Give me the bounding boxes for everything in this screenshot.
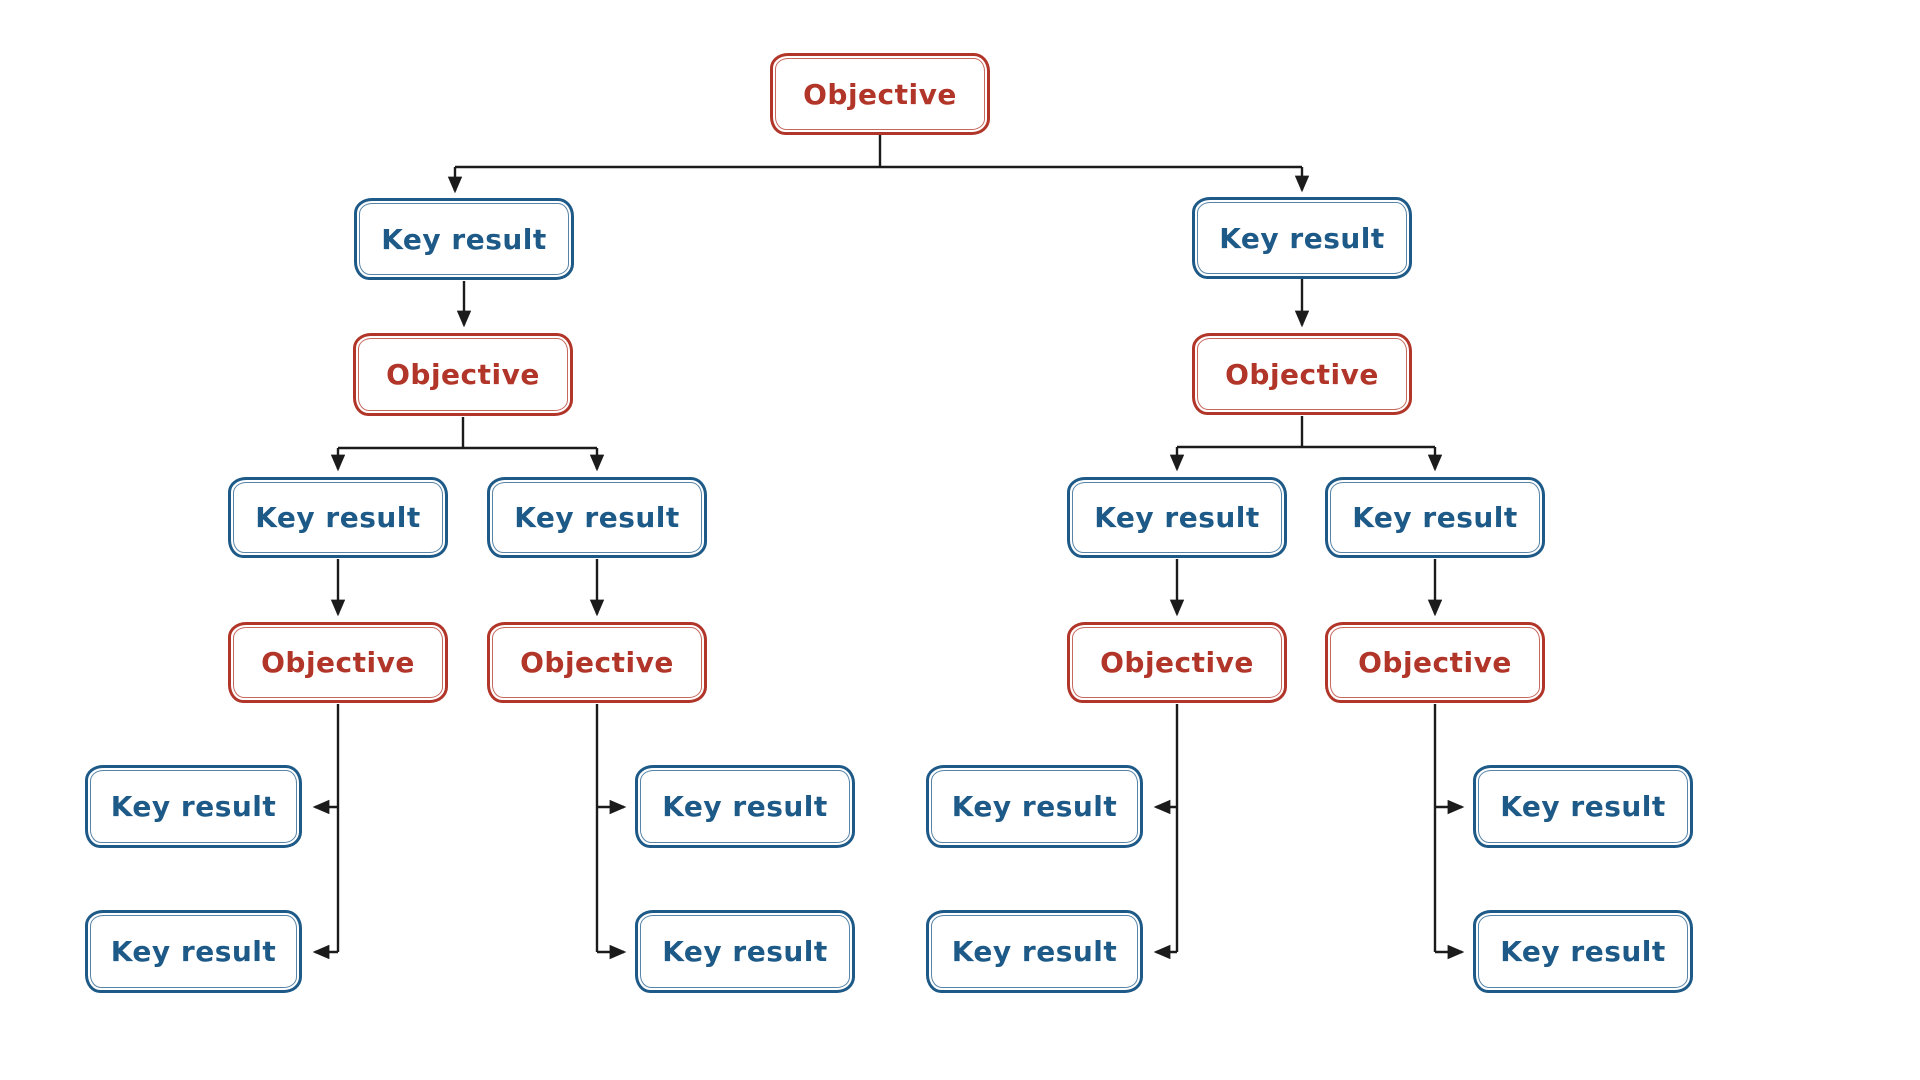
key-result-node-l4-c: Key result bbox=[1067, 477, 1287, 558]
objective-node-top: Objective bbox=[770, 53, 990, 135]
key-result-node-l4-d: Key result bbox=[1325, 477, 1545, 558]
key-result-node-l6-d1: Key result bbox=[1473, 765, 1693, 848]
key-result-node-l6-b1: Key result bbox=[635, 765, 855, 848]
key-result-node-l2-left: Key result bbox=[354, 198, 574, 280]
key-result-node-l6-c1: Key result bbox=[926, 765, 1143, 848]
objective-node-l5-c: Objective bbox=[1067, 622, 1287, 703]
objective-node-l5-a: Objective bbox=[228, 622, 448, 703]
key-result-node-l6-d2: Key result bbox=[1473, 910, 1693, 993]
objective-node-l3-left: Objective bbox=[353, 333, 573, 416]
key-result-node-l6-a2: Key result bbox=[85, 910, 302, 993]
connector-lines bbox=[312, 135, 1465, 960]
key-result-node-l6-c2: Key result bbox=[926, 910, 1143, 993]
key-result-node-l2-right: Key result bbox=[1192, 197, 1412, 279]
objective-node-l5-d: Objective bbox=[1325, 622, 1545, 703]
key-result-node-l4-b: Key result bbox=[487, 477, 707, 558]
key-result-node-l6-a1: Key result bbox=[85, 765, 302, 848]
key-result-node-l4-a: Key result bbox=[228, 477, 448, 558]
objective-node-l3-right: Objective bbox=[1192, 333, 1412, 415]
objective-node-l5-b: Objective bbox=[487, 622, 707, 703]
key-result-node-l6-b2: Key result bbox=[635, 910, 855, 993]
